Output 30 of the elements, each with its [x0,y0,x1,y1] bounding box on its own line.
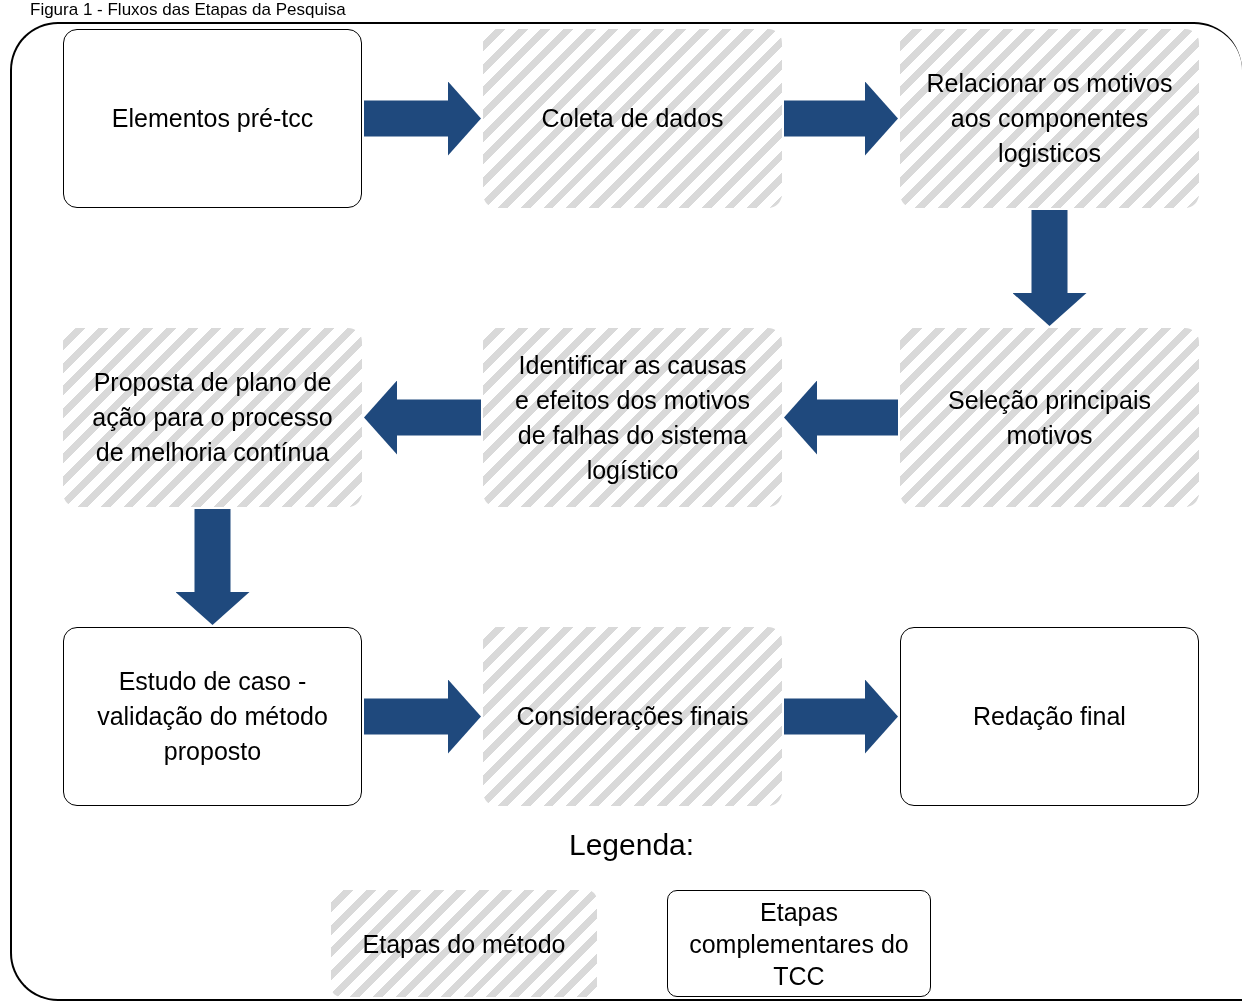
step-box [63,29,362,208]
step-label: Relacionar os motivos aos componentes logisticos [926,68,1173,169]
legend-sample: Etapas complementares do TCC [667,890,931,997]
step-box [63,627,362,806]
step-label: Proposta de plano de ação para o processo de melhoria contínua [91,367,334,468]
block-arrow [784,81,898,156]
block-arrow [1012,210,1087,326]
step-label: Estudo de caso - validação do método proposto [96,666,329,767]
block-arrow [784,380,898,455]
step-label: Considerações finais [516,701,749,732]
block-arrow [175,509,250,625]
step-label: Coleta de dados [541,103,724,134]
step-label: Seleção principais motivos [947,384,1152,451]
step-label: Identificar as causas e efeitos dos motivos de falhas do sistema logístico [514,349,751,486]
block-arrow [784,679,898,754]
hatched-step-box [483,627,782,806]
block-arrow [364,81,481,156]
figure-title: Figura 1 - Fluxos das Etapas da Pesquisa [30,0,346,20]
hatched-step-box [483,328,782,507]
step-label: Redação final [973,701,1126,732]
hatched-step-box [900,328,1199,507]
hatched-legend-sample: Etapas do método [331,890,597,997]
block-arrow [364,679,481,754]
hatched-step-box [900,29,1199,208]
step-label: Elementos pré-tcc [111,103,314,134]
hatched-step-box [483,29,782,208]
legend-heading: Legenda: [569,828,695,862]
hatched-step-box [63,328,362,507]
step-box [900,627,1199,806]
block-arrow [364,380,481,455]
